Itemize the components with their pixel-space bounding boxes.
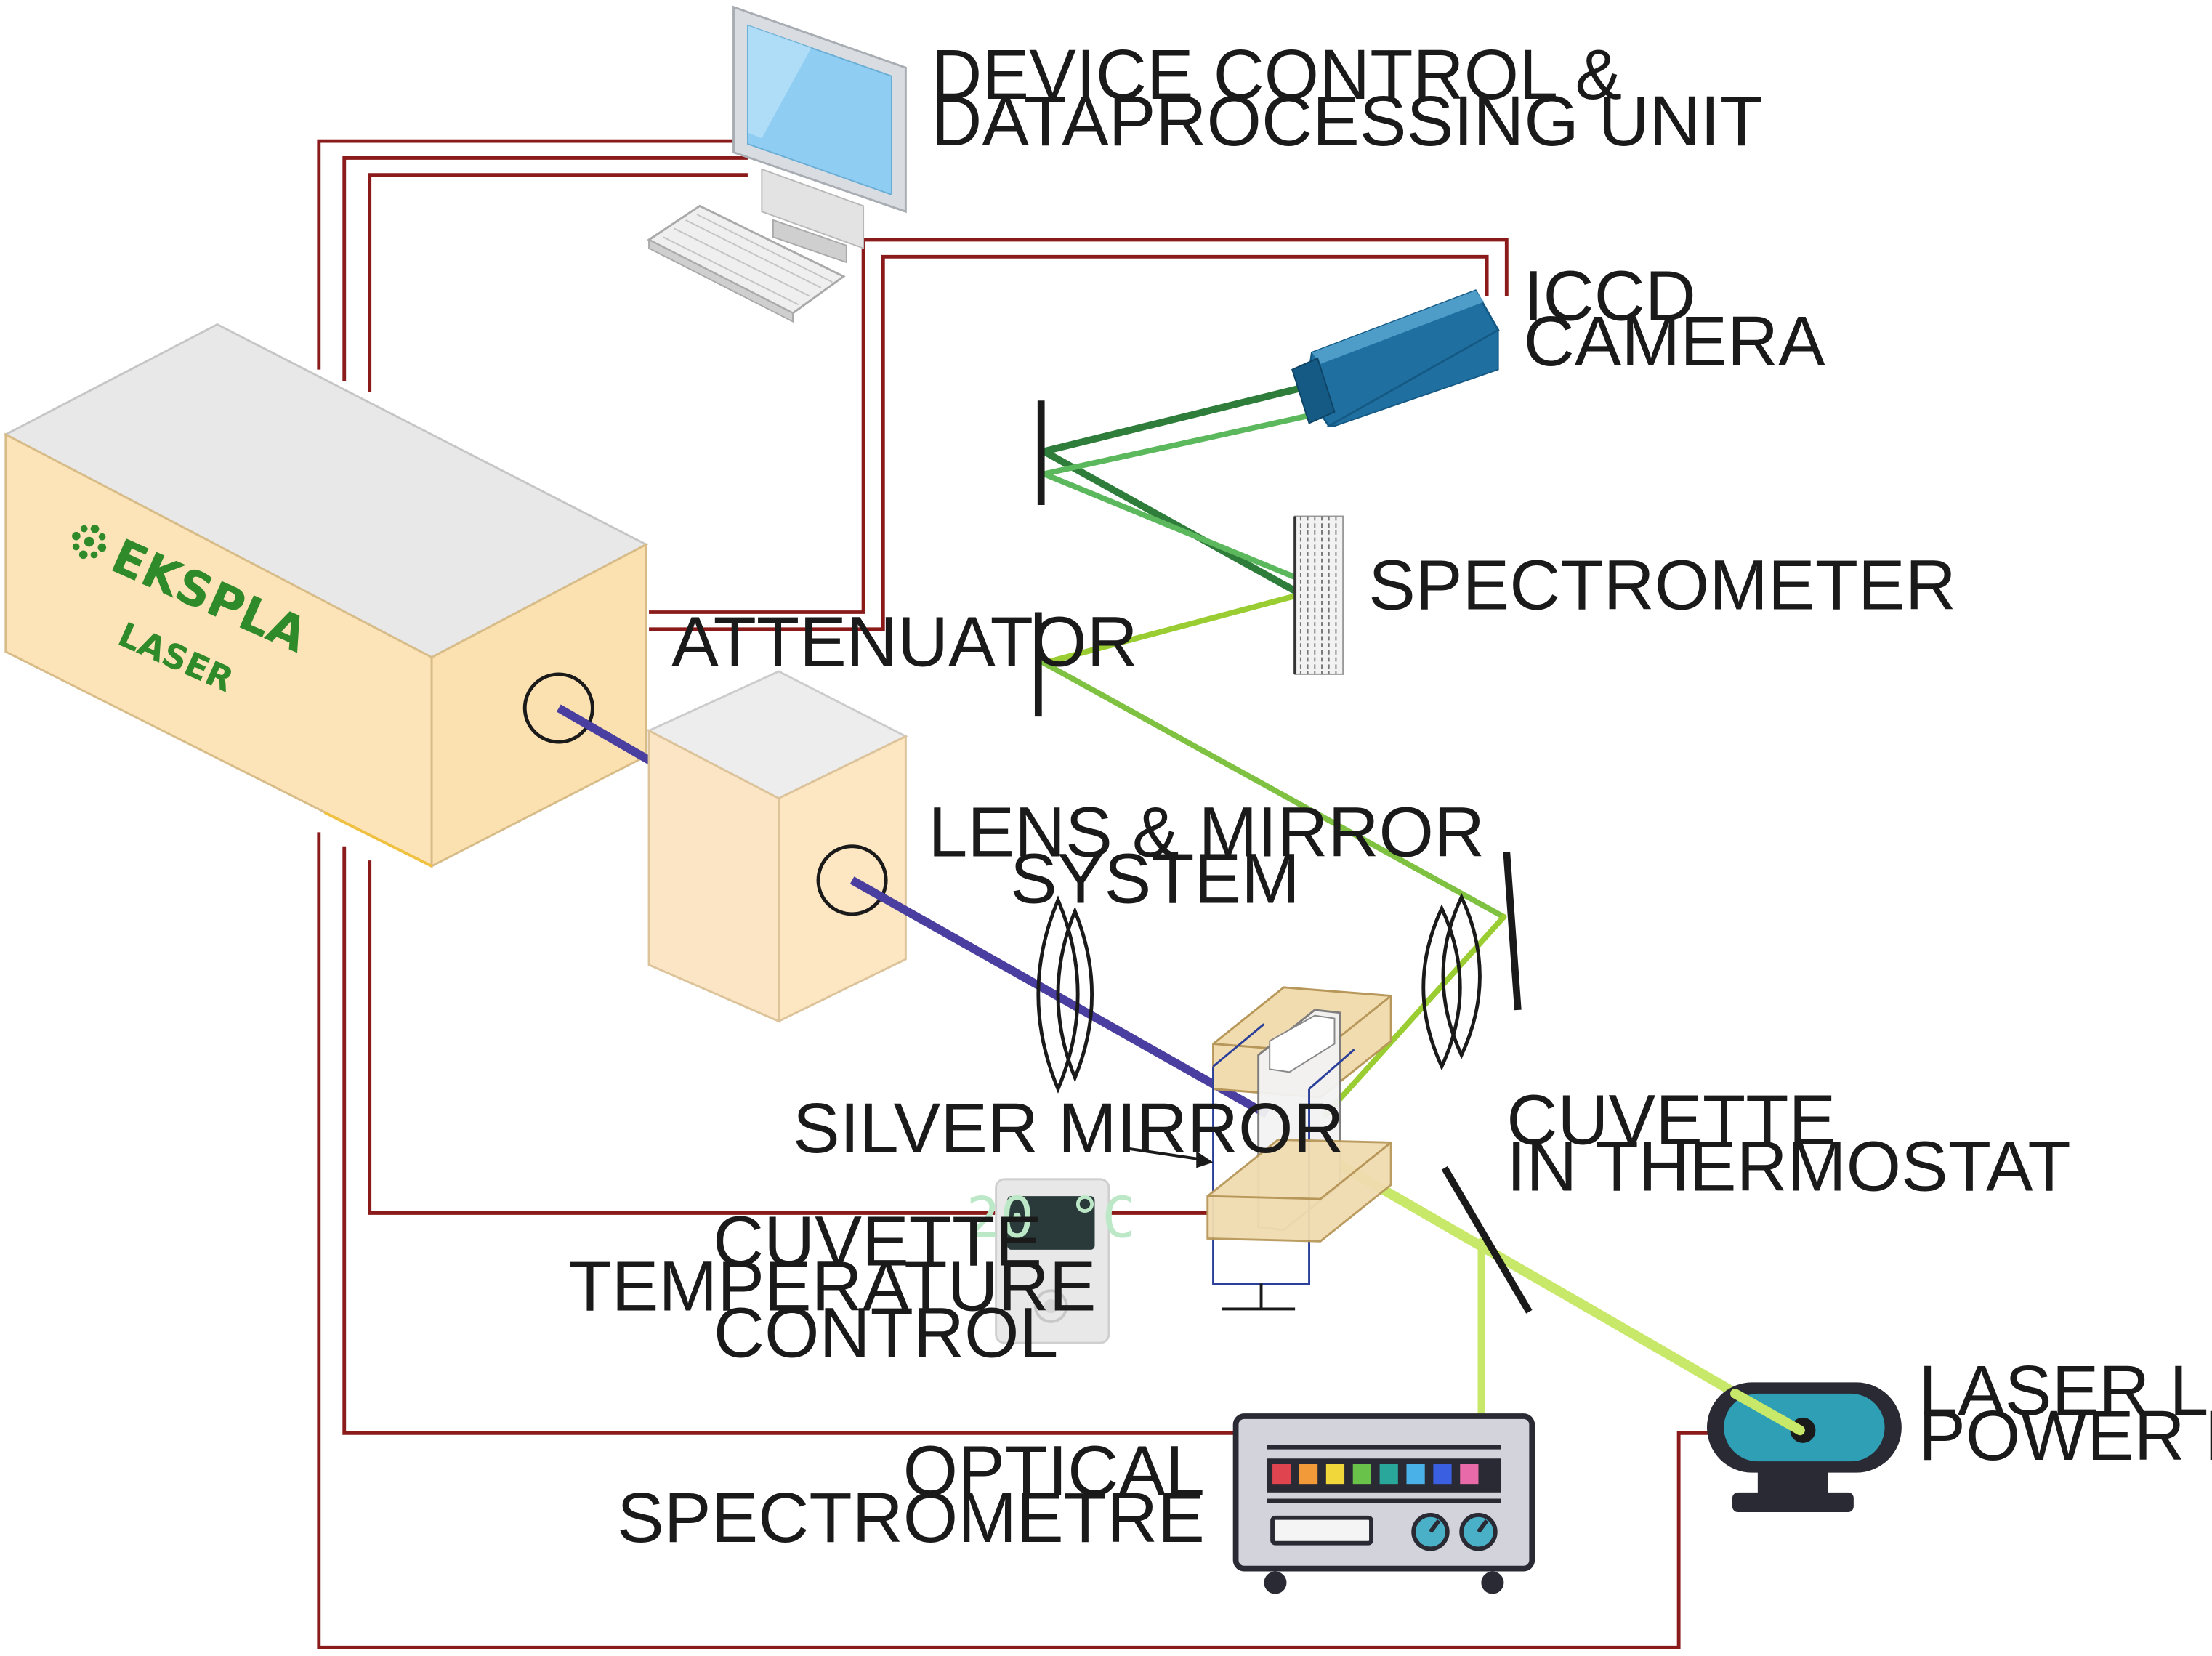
cable-laser-computer-1 bbox=[317, 139, 748, 370]
label-attenuator: ATTENUATOR bbox=[671, 602, 1138, 681]
attenuator-aperture bbox=[816, 844, 888, 916]
label-silver-mirror: SILVER MIRROR bbox=[793, 1088, 1344, 1168]
cables bbox=[317, 139, 1710, 1649]
svg-text:TEMPERATURE: TEMPERATURE bbox=[568, 1246, 1096, 1325]
silver-mirror-arrow bbox=[1125, 1147, 1214, 1168]
mirror-icon bbox=[1503, 852, 1522, 1011]
label-optical-spectrometre: OPTICAL SPECTROMETRE bbox=[617, 1431, 1205, 1557]
laser-aperture bbox=[522, 672, 594, 744]
cable-camera-2 bbox=[649, 254, 1489, 631]
detection-beam-tail bbox=[1729, 1389, 1805, 1436]
svg-text:ICCD: ICCD bbox=[1524, 257, 1696, 336]
svg-text:CUVETTE: CUVETTE bbox=[713, 1201, 1042, 1280]
cuvette-thermostat-icon bbox=[1206, 986, 1392, 1311]
label-power-metre: LASER LIGHT POWER METRE bbox=[1918, 1351, 2212, 1475]
svg-text:SILVER MIRROR: SILVER MIRROR bbox=[793, 1088, 1344, 1168]
label-lens-mirror: LENS & MIRROR SYSTEM bbox=[928, 792, 1485, 918]
svg-text:POWER METRE: POWER METRE bbox=[1918, 1396, 2212, 1475]
temperature-controller-icon: 20 °C bbox=[966, 1178, 1136, 1344]
detection-beams bbox=[1040, 380, 1805, 1436]
cable-laser-computer-2 bbox=[342, 155, 748, 381]
cable-temp-control bbox=[368, 860, 1005, 1215]
lens-icon bbox=[1421, 892, 1482, 1071]
label-cuvette-thermostat: CUVETTE IN THERMOSTAT bbox=[1506, 1080, 2070, 1205]
svg-text:DEVICE CONTROL &: DEVICE CONTROL & bbox=[931, 35, 1622, 114]
cable-laser-computer-3 bbox=[368, 173, 748, 392]
svg-text:SYSTEM: SYSTEM bbox=[1010, 839, 1300, 918]
diffraction-grating-icon bbox=[1293, 515, 1344, 675]
cable-power-metre bbox=[317, 832, 1710, 1649]
power-metre-icon bbox=[1706, 1382, 1902, 1512]
label-device-control: DEVICE CONTROL & DATAPROCESSING UNIT bbox=[931, 35, 1763, 161]
keyboard-icon bbox=[647, 204, 846, 323]
label-iccd-camera: ICCD CAMERA bbox=[1524, 257, 1825, 381]
svg-text:ATTENUATOR: ATTENUATOR bbox=[671, 602, 1138, 681]
label-cuvette-temp-control: CUVETTE TEMPERATURE CONTROL bbox=[568, 1201, 1096, 1372]
svg-text:CONTROL: CONTROL bbox=[714, 1293, 1058, 1372]
svg-text:DATAPROCESSING UNIT: DATAPROCESSING UNIT bbox=[931, 81, 1763, 161]
svg-text:SPECTROMETER: SPECTROMETER bbox=[1368, 546, 1956, 625]
computer-monitor-icon bbox=[732, 5, 907, 264]
svg-text:SPECTROMETRE: SPECTROMETRE bbox=[617, 1478, 1205, 1557]
ekspla-logo-mark bbox=[72, 525, 107, 560]
mirror-icon bbox=[1441, 1166, 1533, 1314]
svg-text:LENS & MIRROR: LENS & MIRROR bbox=[928, 792, 1485, 871]
svg-text:CAMERA: CAMERA bbox=[1524, 302, 1825, 381]
svg-text:LASER LIGHT: LASER LIGHT bbox=[1918, 1351, 2212, 1430]
optical-spectrometre-icon bbox=[1232, 1413, 1535, 1594]
attenuator-box-icon bbox=[646, 670, 908, 1023]
svg-text:IN THERMOSTAT: IN THERMOSTAT bbox=[1506, 1126, 2070, 1205]
cable-optical-spectrometre bbox=[342, 846, 1236, 1435]
svg-text:CUVETTE: CUVETTE bbox=[1506, 1080, 1836, 1159]
pump-beam bbox=[556, 704, 654, 766]
lens-icon bbox=[1036, 895, 1094, 1094]
label-spectrometer: SPECTROMETER bbox=[1368, 546, 1956, 625]
laser-box-icon bbox=[3, 323, 649, 868]
iccd-camera-icon bbox=[1291, 289, 1500, 428]
svg-text:OPTICAL: OPTICAL bbox=[903, 1431, 1205, 1511]
temperature-display: 20 °C bbox=[966, 1185, 1136, 1251]
